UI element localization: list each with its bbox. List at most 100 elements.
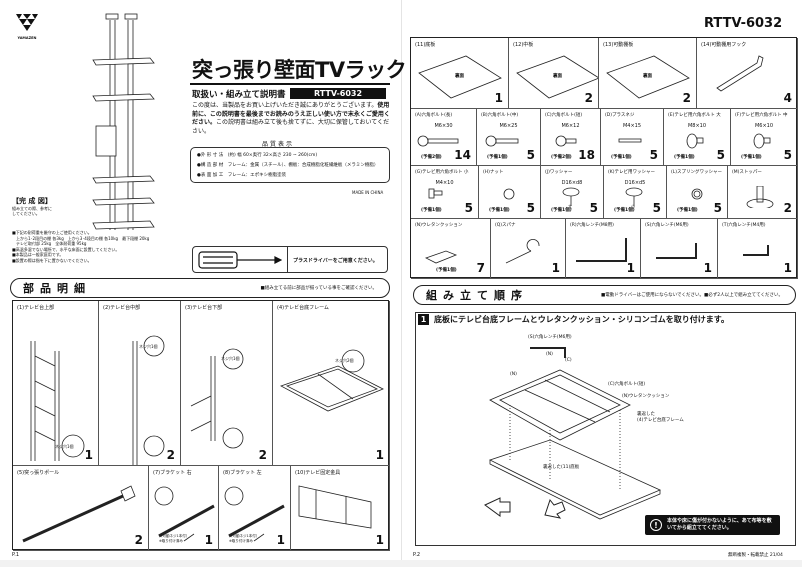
hardware-spare-note: (予備1個) bbox=[487, 155, 508, 160]
board-quantity: 2 bbox=[584, 91, 593, 105]
tool-required-box: プラスドライバーをご用意ください。 bbox=[192, 246, 388, 273]
exclamation-icon: ! bbox=[650, 519, 662, 531]
yamazen-logo: YAMAZEN bbox=[14, 12, 40, 40]
step-number: 1 bbox=[418, 314, 429, 325]
hardware-label: (G)テレビ用六角ボルト 小 bbox=[415, 170, 469, 175]
callout-bolt-c: (C) bbox=[565, 358, 572, 363]
hardware-illustration bbox=[503, 188, 515, 200]
tool-cell: (T)六角レンチ(M4用)1 bbox=[718, 219, 798, 279]
logo-text: YAMAZEN bbox=[17, 36, 37, 40]
callout-flipped-bottom-board: 裏返した(11)底板 bbox=[543, 465, 580, 470]
quality-row-finish: ●表 面 加 工 フレーム：エポキシ樹脂塗装 bbox=[197, 173, 287, 178]
hardware-cell: (H)ナット(予備1個)5 bbox=[479, 166, 541, 219]
part-illustration bbox=[22, 485, 136, 543]
board-illustration bbox=[516, 55, 598, 99]
board-back-label: 裏面 bbox=[455, 74, 464, 79]
hardware-quantity: 5 bbox=[713, 201, 722, 215]
part-cell: (10)テレビ固定金具 1 bbox=[291, 466, 390, 551]
hardware-quantity: 5 bbox=[716, 148, 725, 162]
tool-cell: (N)ウレタンクッション(予備1個)7 bbox=[411, 219, 491, 279]
part-label: (1)テレビ台上部 bbox=[17, 305, 55, 311]
parts-list-note: ■組み立てる前に部品が揃っている事をご確認ください。 bbox=[260, 286, 377, 291]
part-illustration bbox=[280, 349, 384, 412]
board-quantity: 1 bbox=[494, 91, 503, 105]
tool-illustration bbox=[576, 238, 627, 262]
hardware-size: M8×10 bbox=[687, 123, 707, 129]
part-quantity: 1 bbox=[375, 448, 384, 462]
hardware-illustration bbox=[562, 187, 580, 206]
part-illustration bbox=[298, 485, 372, 529]
callout-cushion-n: (N) bbox=[510, 372, 517, 377]
tool-label: (Q)スパナ bbox=[495, 223, 516, 228]
board-quantity: 4 bbox=[783, 91, 792, 105]
assembly-order-header: 組み立て順序 ■電動ドライバーはご使用にならないでください。■必ず2人以上で組み… bbox=[413, 285, 796, 305]
part-label: (2)テレビ台中部 bbox=[103, 305, 141, 311]
hardware-illustration bbox=[686, 133, 704, 149]
hardware-spare-note: (予備2個) bbox=[551, 155, 572, 160]
note-line: 上から1･2段目の棚 各3kg 上から3･4段目の棚 各10kg 最下段棚 20… bbox=[12, 235, 150, 241]
part-label: (3)テレビ台下部 bbox=[185, 305, 223, 311]
hardware-size: M6×25 bbox=[499, 123, 518, 129]
intro-warning: 使用前に、この説明書を最後までお読みのうえ正しい使い方で末永くご愛用ください。 bbox=[192, 102, 390, 126]
hardware-label: (B)六角ボルト(中) bbox=[481, 113, 519, 118]
made-in-label: MADE IN CHINA bbox=[352, 190, 384, 195]
part-illustration bbox=[224, 486, 285, 542]
hardware-quantity: 5 bbox=[783, 148, 792, 162]
part-label: (4)テレビ台底フレーム bbox=[277, 305, 329, 311]
hardware-quantity: 5 bbox=[652, 201, 661, 215]
title-rule bbox=[190, 83, 390, 85]
board-cell: (12)中板 2 裏面 bbox=[509, 38, 599, 109]
hardware-spare-note: (予備1個) bbox=[614, 208, 635, 213]
completed-drawing-note: 組み立ての際、参考にしてください。 bbox=[12, 206, 52, 216]
part-label: (7)ブラケット 右 bbox=[153, 470, 192, 476]
parts-list-title: 部品明細 bbox=[23, 282, 91, 295]
tool-cell: (R)六角レンチ(M8用)1 bbox=[566, 219, 641, 279]
hardware-label: (J)ワッシャー bbox=[545, 170, 573, 175]
part-illustration bbox=[30, 341, 85, 461]
note-line: ■下記の耐荷重を厳守の上ご使用ください。 bbox=[12, 230, 92, 235]
board-quantity: 2 bbox=[682, 91, 691, 105]
hardware-illustration bbox=[618, 138, 642, 143]
caution-text: 本体や床に傷が付かないように、あて布等を敷いてから組立ててください。 bbox=[667, 518, 772, 531]
hardware-quantity: 2 bbox=[783, 201, 792, 215]
part-label: (8)ブラケット 左 bbox=[223, 470, 262, 476]
usage-notes: ■下記の耐荷重を厳守の上ご使用ください。 上から1･2段目の棚 各3kg 上から… bbox=[12, 230, 177, 263]
board-label: (12)中板 bbox=[513, 42, 534, 48]
hardware-size: D16×d5 bbox=[624, 180, 646, 186]
part-quantity: 1 bbox=[204, 533, 213, 547]
board-back-label: 裏面 bbox=[553, 74, 562, 79]
hardware-label: (C)六角ボルト(短) bbox=[545, 113, 583, 118]
part-label: (10)テレビ固定金具 bbox=[295, 470, 341, 476]
part-callout: （可動ネジ1本付）※取り付け済み bbox=[229, 534, 260, 543]
part-illustration bbox=[190, 348, 244, 449]
step-title: 底板にテレビ台底フレームとウレタンクッション・シリコンゴムを取り付けます。 bbox=[434, 315, 729, 324]
hardware-spare-note: (予備1個) bbox=[421, 208, 442, 213]
hardware-cell: (C)六角ボルト(短)M6×12(予備2個)18 bbox=[541, 109, 601, 166]
step-1-box bbox=[415, 312, 796, 546]
hardware-size: M6×12 bbox=[561, 123, 580, 129]
hardware-quantity: 14 bbox=[454, 148, 471, 162]
hardware-quantity: 5 bbox=[649, 148, 658, 162]
screwdriver-icon bbox=[198, 251, 282, 269]
board-label: (11)底板 bbox=[415, 42, 436, 48]
tool-illustration bbox=[656, 243, 697, 259]
hardware-illustration bbox=[746, 186, 774, 208]
hardware-label: (D)プラスネジ bbox=[605, 113, 635, 118]
quality-row-materials: ●構 造 部 材 フレーム：金属（スチール）、棚板：合成樹脂化粧繊維板（メラミン… bbox=[197, 163, 379, 168]
assembly-order-title: 組み立て順序 bbox=[426, 289, 528, 302]
tool-illustration bbox=[743, 245, 769, 256]
part-label: (5)突っ張りポール bbox=[17, 470, 60, 476]
part-quantity: 1 bbox=[276, 533, 285, 547]
hardware-illustration bbox=[753, 133, 771, 149]
part-quantity: 1 bbox=[375, 533, 384, 547]
hardware-label: (L)スプリングワッシャー bbox=[671, 170, 723, 175]
